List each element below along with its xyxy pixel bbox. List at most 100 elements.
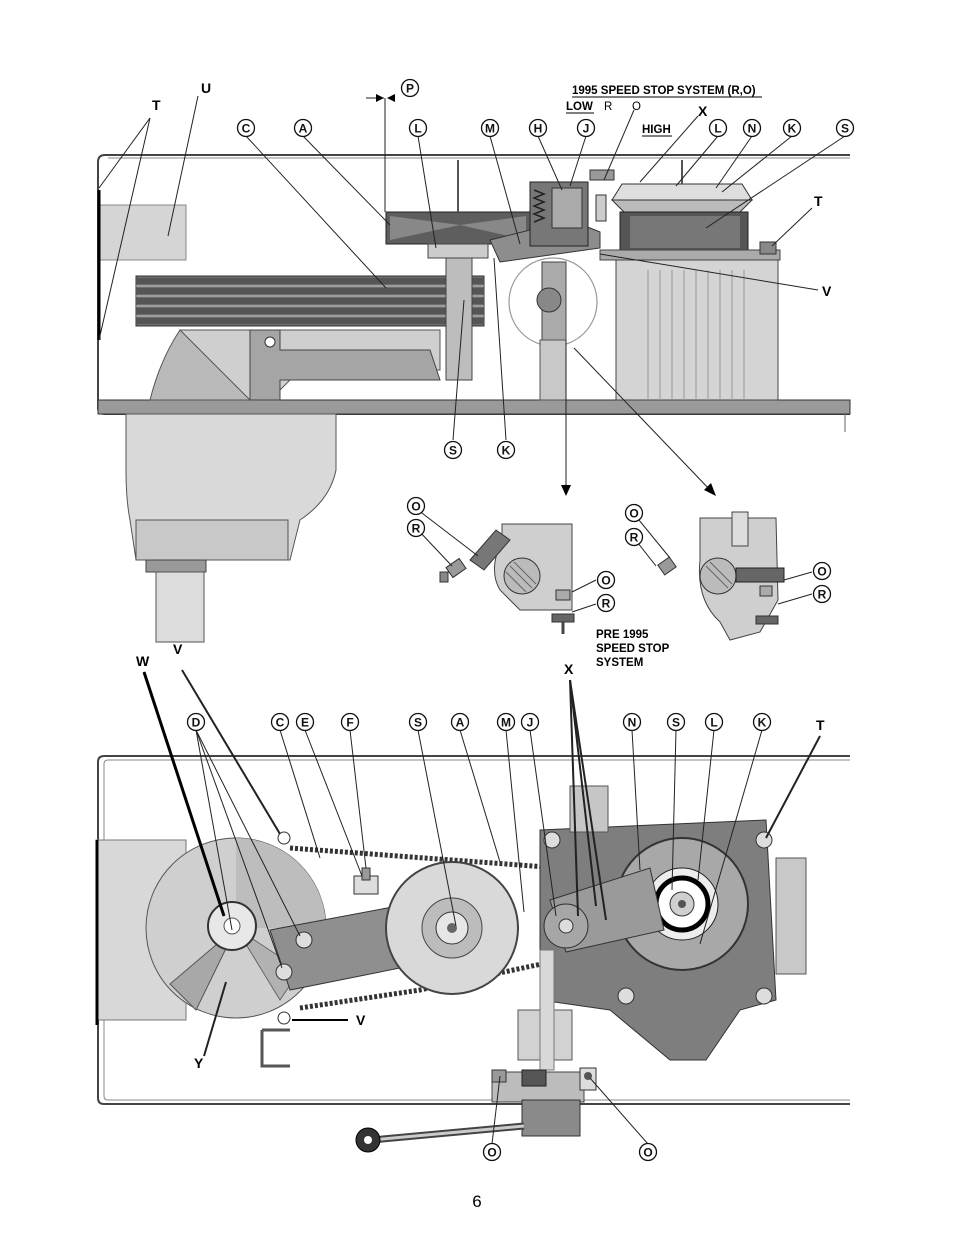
svg-text:A: A — [456, 716, 465, 730]
letter-v-top: V — [822, 283, 832, 299]
callout-o-bottom-right: O — [638, 1142, 658, 1162]
svg-text:J: J — [527, 716, 534, 730]
callout-k-bottom: K — [752, 712, 772, 732]
svg-text:O: O — [601, 574, 610, 588]
callout-o-inset-right-bottom: O — [812, 561, 832, 581]
callout-l-bottom: L — [704, 712, 724, 732]
letter-u: U — [201, 80, 211, 96]
callout-m-bottom: M — [496, 712, 516, 732]
callout-o-inset-left-bottom: O — [596, 570, 616, 590]
svg-text:S: S — [449, 444, 457, 458]
letter-y: Y — [194, 1055, 204, 1071]
svg-text:R: R — [602, 597, 611, 611]
callout-r-inset-left-top: R — [406, 518, 426, 538]
side-view — [97, 94, 851, 643]
svg-text:K: K — [758, 716, 767, 730]
svg-text:L: L — [714, 122, 721, 136]
callout-r-inset-right-bottom: R — [812, 584, 832, 604]
letter-t-top-left: T — [152, 97, 161, 113]
svg-text:C: C — [276, 716, 285, 730]
title-pre1995-line1: PRE 1995 — [596, 629, 649, 641]
svg-text:O: O — [643, 1146, 652, 1160]
letter-x-bottom: X — [564, 661, 574, 677]
svg-text:S: S — [414, 716, 422, 730]
callout-f: F — [340, 712, 360, 732]
callout-o-bottom-left: O — [482, 1142, 502, 1162]
letter-v-bottom-left: V — [173, 641, 183, 657]
callout-l: L — [408, 118, 428, 138]
svg-text:O: O — [487, 1146, 496, 1160]
label-o-small: O — [632, 101, 641, 113]
callout-d: D — [186, 712, 206, 732]
svg-text:H: H — [534, 122, 543, 136]
callout-h: H — [528, 118, 548, 138]
callout-l-right: L — [708, 118, 728, 138]
title-pre1995-line3: SYSTEM — [596, 657, 643, 669]
title-pre1995-line2: SPEED STOP — [596, 643, 670, 655]
svg-text:R: R — [818, 588, 827, 602]
label-r-small: R — [604, 101, 612, 113]
callouts-top: P C A L M H J L N K S S K — [236, 78, 855, 460]
right-variable-pulley — [610, 160, 754, 253]
left-variable-pulley — [385, 160, 531, 259]
svg-text:P: P — [406, 82, 414, 96]
callouts-bottom: D C E F S A M J N S L K O O — [186, 712, 772, 1162]
callouts-insets: O R O R O R O R — [406, 496, 832, 613]
label-low: LOW — [566, 101, 593, 113]
svg-text:E: E — [301, 716, 309, 730]
page-number: 6 — [472, 1192, 482, 1211]
svg-text:M: M — [501, 716, 511, 730]
svg-text:K: K — [788, 122, 797, 136]
callout-a-bottom: A — [450, 712, 470, 732]
callout-o-inset-left-top: O — [406, 496, 426, 516]
callout-n: N — [742, 118, 762, 138]
detail-inset-left — [417, 509, 597, 634]
speed-stop-titles: 1995 SPEED STOP SYSTEM (R,O) LOW R O HIG… — [566, 85, 762, 669]
svg-text:D: D — [192, 716, 201, 730]
svg-text:K: K — [502, 444, 511, 458]
callout-n-bottom: N — [622, 712, 642, 732]
callout-j: J — [576, 118, 596, 138]
callout-k-under: K — [496, 440, 516, 460]
svg-text:C: C — [242, 122, 251, 136]
svg-text:M: M — [485, 122, 495, 136]
letter-t-bottom: T — [816, 717, 825, 733]
engine-pulley-stack — [135, 275, 485, 327]
callout-j-bottom: J — [520, 712, 540, 732]
plain-letters: T U X T V W V X T V Y — [136, 80, 832, 1071]
bottom-leaders — [142, 669, 821, 1145]
callout-s-bottom-left: S — [408, 712, 428, 732]
svg-text:A: A — [299, 122, 308, 136]
top-leaders — [98, 95, 846, 496]
callout-c: C — [236, 118, 256, 138]
callout-k: K — [782, 118, 802, 138]
callout-e: E — [295, 712, 315, 732]
letter-v-bottom-right: V — [356, 1012, 366, 1028]
callout-r-inset-right-top: R — [624, 527, 644, 547]
svg-text:S: S — [672, 716, 680, 730]
letter-x-top: X — [698, 103, 708, 119]
callout-o-inset-right-top: O — [624, 503, 644, 523]
detail-inset-right — [633, 511, 813, 641]
callout-a: A — [293, 118, 313, 138]
letter-w: W — [136, 653, 150, 669]
svg-text:O: O — [817, 565, 826, 579]
callout-c-bottom: C — [270, 712, 290, 732]
svg-text:J: J — [583, 122, 590, 136]
svg-text:R: R — [630, 531, 639, 545]
callout-p: P — [400, 78, 420, 98]
letter-t-top-right: T — [814, 193, 823, 209]
callout-s-top-right: S — [835, 118, 855, 138]
svg-text:O: O — [629, 507, 638, 521]
callout-s-under: S — [443, 440, 463, 460]
title-1995-speed-stop: 1995 SPEED STOP SYSTEM (R,O) — [572, 85, 756, 97]
svg-text:F: F — [346, 716, 353, 730]
callout-r-inset-left-bottom: R — [596, 593, 616, 613]
label-high: HIGH — [642, 124, 671, 136]
svg-text:S: S — [841, 122, 849, 136]
callout-s-bottom-right: S — [666, 712, 686, 732]
svg-text:N: N — [748, 122, 757, 136]
svg-text:R: R — [412, 522, 421, 536]
svg-text:N: N — [628, 716, 637, 730]
